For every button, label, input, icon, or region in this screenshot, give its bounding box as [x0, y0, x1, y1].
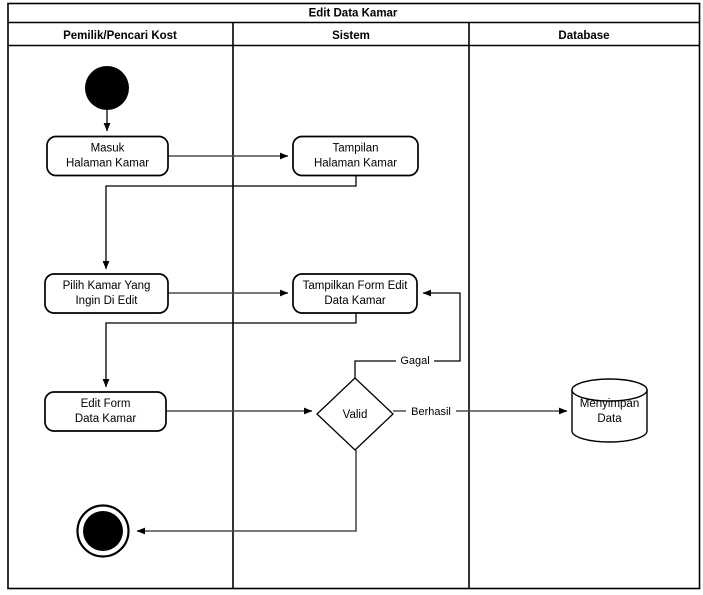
activity-box-shape[interactable] — [292, 135, 419, 177]
datastore-menyimpan-data[interactable]: Menyimpan Data — [571, 378, 648, 443]
activity-label-line2: Data Kamar — [75, 413, 137, 425]
frame-outer-border — [7, 2, 701, 590]
activity-pilih-kamar-yang-ingin-di-edit[interactable]: Pilih Kamar Yang Ingin Di Edit — [44, 273, 169, 314]
lane-header-sistem: Sistem — [332, 30, 370, 42]
decision-valid[interactable]: Valid — [316, 377, 394, 451]
activity-label-line2: Halaman Kamar — [314, 158, 397, 170]
activity-label-line1: Tampilkan Form Edit — [303, 280, 409, 292]
activity-tampilan-halaman-kamar[interactable]: Tampilan Halaman Kamar — [292, 135, 419, 177]
activity-tampilkan-form-edit-data-kamar[interactable]: Tampilkan Form Edit Data Kamar — [292, 273, 418, 314]
activity-label-line2: Ingin Di Edit — [75, 295, 138, 307]
edge-label-gagal: Gagal — [400, 355, 429, 367]
decision-diamond-shape[interactable] — [316, 377, 394, 451]
final-node-core — [83, 511, 123, 551]
edge-valid-to-end — [136, 450, 357, 535]
swimlane-headers: Pemilik/Pencari Kost Sistem Database — [63, 22, 610, 589]
diagram-frame — [7, 2, 701, 590]
edge-label-berhasil: Berhasil — [411, 406, 451, 418]
initial-node[interactable] — [85, 66, 129, 110]
edge-labels: Gagal Berhasil — [396, 352, 456, 418]
activity-box-shape[interactable] — [292, 273, 418, 314]
berhasil-label-backdrop — [406, 403, 456, 418]
activity-masuk-halaman-kamar[interactable]: Masuk Halaman Kamar — [46, 135, 169, 177]
activity-label-line2: Data Kamar — [324, 295, 386, 307]
activity-label-line1: Pilih Kamar Yang — [63, 280, 151, 292]
decision-label: Valid — [343, 409, 368, 421]
diagram-title: Edit Data Kamar — [309, 8, 398, 20]
edge-valid-gagal-to-tampilkan-form — [354, 289, 461, 378]
datastore-top-ellipse — [571, 378, 648, 402]
activity-label-line1: Tampilan — [332, 143, 378, 155]
activity-label-line1: Masuk — [91, 143, 125, 155]
datastore-body-shape[interactable] — [571, 389, 648, 443]
final-node[interactable] — [76, 504, 130, 558]
edge-tampilan-to-pilih — [102, 175, 357, 270]
activity-box-shape[interactable] — [44, 273, 169, 314]
activity-box-shape[interactable] — [44, 391, 167, 432]
activity-label-line1: Edit Form — [81, 398, 131, 410]
lane-header-pemilik-pencari-kost: Pemilik/Pencari Kost — [63, 30, 177, 42]
gagal-label-backdrop — [396, 352, 434, 367]
activity-label-line2: Halaman Kamar — [66, 158, 149, 170]
activity-box-shape[interactable] — [46, 135, 169, 177]
datastore-label-line1: Menyimpan — [580, 398, 639, 410]
lane-header-database: Database — [558, 30, 609, 42]
datastore-label-line2: Data — [597, 413, 622, 425]
activity-edit-form-data-kamar[interactable]: Edit Form Data Kamar — [44, 391, 167, 432]
edge-tampilkan-form-to-edit-form — [102, 312, 357, 388]
